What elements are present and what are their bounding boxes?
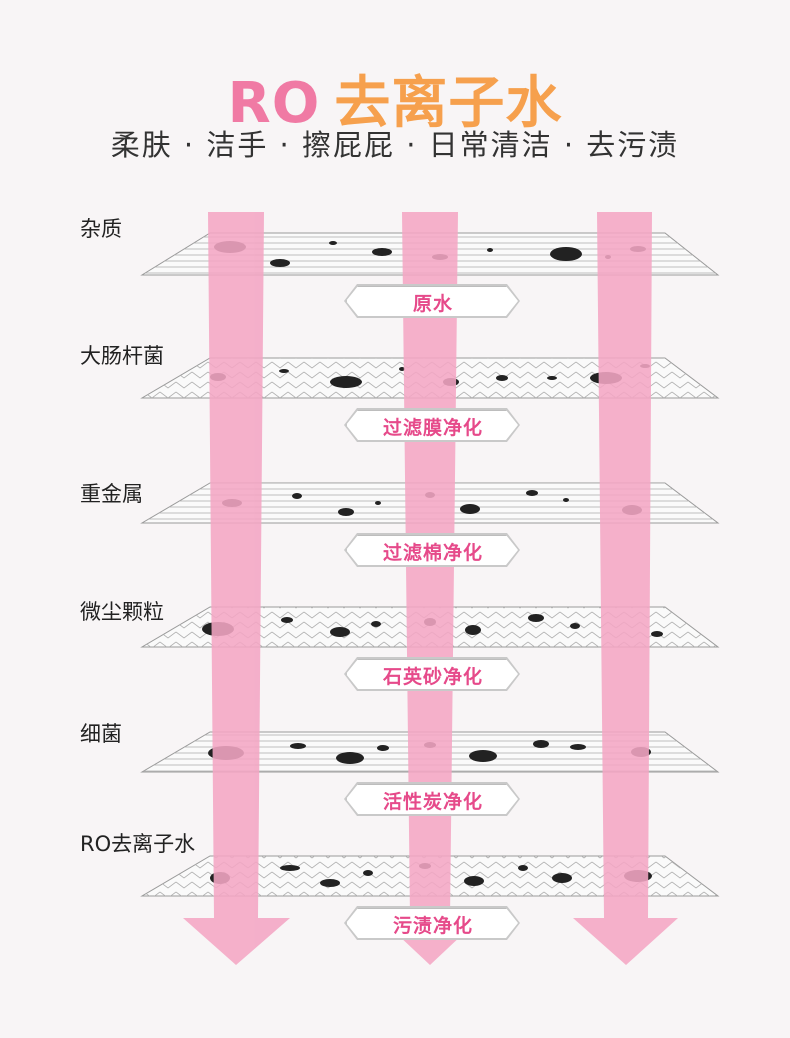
layer-label-6: RO去离子水 [80, 832, 196, 856]
arrow-right [573, 212, 678, 965]
arrow-left [183, 212, 290, 965]
title-ro: RO [227, 71, 321, 136]
layer-label-5: 细菌 [80, 722, 122, 746]
stage-badge-6: 污渍净化 [346, 908, 518, 938]
stage-badge-4: 石英砂净化 [346, 659, 518, 689]
layer-label-3: 重金属 [80, 482, 143, 506]
arrow-middle [380, 212, 480, 965]
layer-label-2: 大肠杆菌 [80, 344, 164, 368]
layer-label-4: 微尘颗粒 [80, 600, 164, 624]
layer-label-1: 杂质 [80, 217, 122, 241]
flow-arrows [183, 212, 678, 965]
stage-badge-1: 原水 [346, 286, 518, 316]
stage-badge-5: 活性炭净化 [346, 784, 518, 814]
stage-badge-2: 过滤膜净化 [346, 410, 518, 440]
title-cn: 去离子水 [334, 71, 563, 136]
stage-badge-3: 过滤棉净化 [346, 535, 518, 565]
page-subtitle: 柔肤 · 洁手 · 擦屁屁 · 日常清洁 · 去污渍 [110, 128, 680, 162]
